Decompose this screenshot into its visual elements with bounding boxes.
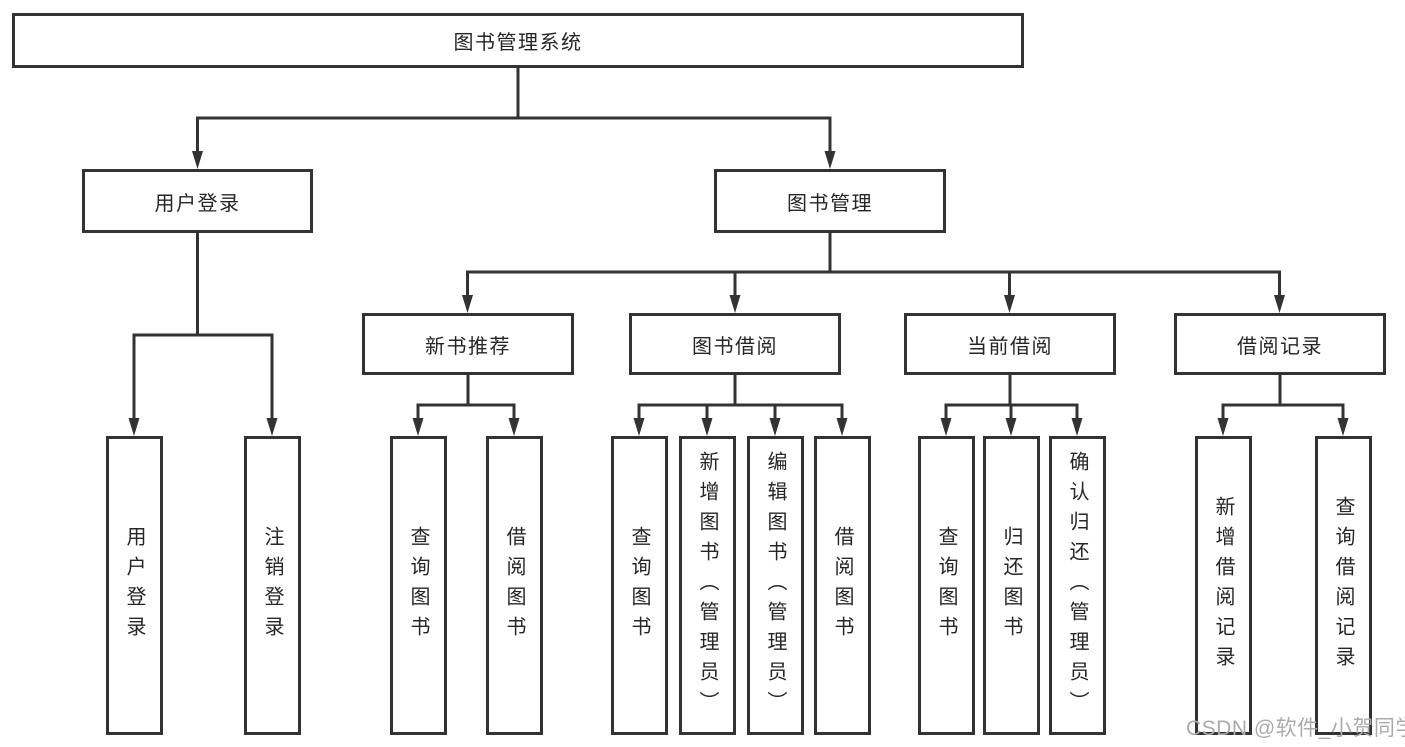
node-label: 新增借阅记录 bbox=[1212, 495, 1234, 676]
node-leaf-borrow-books-recommend: 借阅图书 bbox=[485, 436, 543, 735]
arrowheads bbox=[128, 151, 1349, 436]
node-label: 查询图书 bbox=[628, 525, 650, 646]
node-library-system: 图书管理系统 bbox=[12, 13, 1024, 68]
node-leaf-query-books-borrowing: 查询图书 bbox=[610, 436, 668, 735]
node-label: 图书管理 bbox=[787, 192, 873, 215]
node-leaf-add-book-admin: 新增图书（管理员） bbox=[678, 436, 736, 735]
node-new-book-recommend: 新书推荐 bbox=[362, 313, 574, 375]
node-leaf-query-borrow-record: 查询借阅记录 bbox=[1314, 436, 1372, 735]
node-label: 查询借阅记录 bbox=[1332, 495, 1354, 676]
node-label: 用户登录 bbox=[123, 525, 145, 646]
node-leaf-return-books: 归还图书 bbox=[982, 436, 1040, 735]
node-leaf-query-books-current: 查询图书 bbox=[917, 436, 975, 735]
node-label: 注销登录 bbox=[261, 525, 283, 646]
node-book-borrowing: 图书借阅 bbox=[629, 313, 841, 375]
node-borrowing-records: 借阅记录 bbox=[1174, 313, 1386, 375]
node-label: 归还图书 bbox=[1000, 525, 1022, 646]
node-leaf-query-books-recommend: 查询图书 bbox=[389, 436, 447, 735]
node-label: 编辑图书（管理员） bbox=[764, 450, 786, 721]
node-leaf-logout: 注销登录 bbox=[243, 436, 301, 735]
node-book-management-branch: 图书管理 bbox=[714, 169, 946, 233]
node-label: 借阅图书 bbox=[503, 525, 525, 646]
node-label: 确认归还（管理员） bbox=[1066, 450, 1088, 721]
node-label: 图书管理系统 bbox=[453, 32, 583, 54]
node-current-borrowing: 当前借阅 bbox=[904, 313, 1116, 375]
node-label: 用户登录 bbox=[154, 192, 241, 215]
node-label: 借阅图书 bbox=[831, 525, 853, 646]
node-leaf-user-login: 用户登录 bbox=[105, 436, 163, 735]
node-label: 新增图书（管理员） bbox=[696, 450, 718, 721]
node-label: 新书推荐 bbox=[425, 335, 511, 358]
node-user-login-branch: 用户登录 bbox=[82, 169, 313, 233]
node-leaf-edit-book-admin: 编辑图书（管理员） bbox=[746, 436, 804, 735]
node-label: 查询图书 bbox=[407, 525, 429, 646]
node-label: 查询图书 bbox=[935, 525, 957, 646]
node-label: 借阅记录 bbox=[1237, 335, 1323, 358]
node-leaf-add-borrow-record: 新增借阅记录 bbox=[1194, 436, 1252, 735]
node-label: 图书借阅 bbox=[692, 335, 778, 358]
node-leaf-borrow-books: 借阅图书 bbox=[813, 436, 871, 735]
csdn-watermark: CSDN @软件_小贺同学 bbox=[1186, 717, 1405, 740]
node-leaf-confirm-return-admin: 确认归还（管理员） bbox=[1048, 436, 1106, 735]
node-label: 当前借阅 bbox=[967, 335, 1053, 358]
